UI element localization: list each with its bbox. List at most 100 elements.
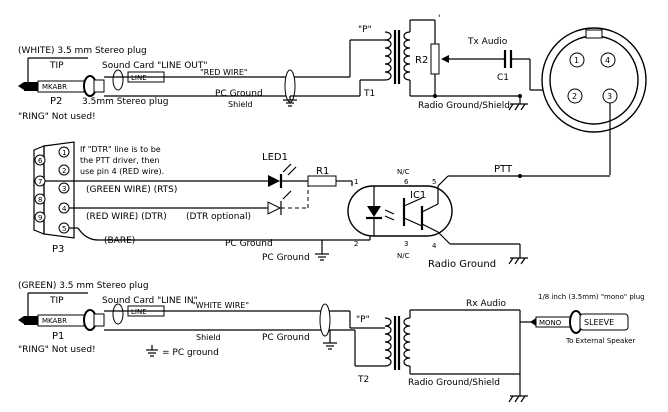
r2-label: R2 (415, 55, 428, 66)
mic-pin-2-label: 2 (572, 92, 577, 101)
t1-p-mark: "P" (358, 25, 372, 35)
r1-resistor-icon (307, 175, 337, 187)
white-plug-title: (WHITE) 3.5 mm Stereo plug (18, 46, 147, 56)
t2-label: T2 (357, 375, 369, 385)
mid-radio-ground-icon (508, 257, 528, 265)
ic1-pin-5: 5 (432, 178, 436, 186)
db9-pin-2 (58, 164, 70, 176)
p1-label: P1 (52, 331, 64, 342)
dtr-note-line-1: If "DTR" line is to be (80, 145, 161, 154)
top-cable-shield-left (112, 69, 124, 91)
top-cable-shield-right (284, 69, 296, 103)
top-ring-note: "RING" Not used! (18, 112, 96, 122)
t1-transformer-icon (384, 30, 411, 84)
dtr-note-line-3: use pin 4 (RED wire). (80, 167, 164, 176)
bottom-radio-ground-shield: Radio Ground/Shield (408, 378, 500, 388)
green-plug-title: (GREEN) 3.5 mm Stereo plug (18, 281, 149, 291)
top-tip-label: TIP (49, 61, 64, 71)
ptt-junction (518, 174, 522, 178)
ic1-pin-3: 3 (404, 240, 408, 248)
top-pc-ground-icon (283, 99, 297, 107)
db9-pin-9 (34, 211, 46, 223)
ic1-pin-1: 1 (354, 178, 358, 186)
bare-label: (BARE) (104, 236, 135, 246)
c1-label: C1 (497, 73, 509, 83)
db9-pin-1 (58, 146, 70, 158)
mic-pin-4-label: 4 (605, 56, 610, 65)
db9-pin-5-label: 5 (62, 225, 66, 233)
legend-pc-ground-icon (146, 345, 158, 357)
red-wire-dtr-label: (RED WIRE) (DTR) (86, 212, 167, 222)
bottom-cable-shield-right (319, 303, 331, 337)
db9-connector-icon (33, 141, 75, 239)
line-in-label: Sound Card "LINE IN" (102, 296, 198, 306)
db9-pin-9-label: 9 (38, 214, 42, 222)
t2-transformer-icon (384, 316, 411, 370)
ic1-pin-6: 6 (404, 178, 409, 186)
mid-pc-ground-label-2: PC Ground (262, 253, 310, 263)
led1-label: LED1 (262, 152, 288, 163)
bare-wire-curve (77, 227, 99, 241)
ptt-label: PTT (494, 164, 513, 175)
mic-pin-3-label: 3 (607, 92, 612, 101)
bottom-ring-note: "RING" Not used! (18, 345, 96, 355)
mid-pc-ground-icon (315, 253, 329, 261)
sleeve-label: SLEEVE (584, 318, 614, 327)
mic-pin-1-label: 1 (574, 56, 579, 65)
led1-icon (268, 163, 297, 188)
db9-pin-2-label: 2 (62, 167, 66, 175)
r1-label: R1 (316, 166, 329, 177)
bottom-cable-shield-left (112, 303, 124, 325)
t2-p-mark: "P" (356, 315, 370, 325)
svg-text:MONO: MONO (539, 319, 562, 327)
ic1-optocoupler-body (347, 185, 453, 237)
db9-pin-3-label: 3 (62, 185, 66, 193)
ic1-phototransistor-icon (402, 197, 439, 233)
mid-pc-ground-label: PC Ground (225, 239, 273, 249)
plug-ring (24, 82, 38, 91)
mic-connector-icon (541, 27, 647, 133)
db9-pin-7-label: 7 (38, 178, 42, 186)
mono-plug-label: 1/8 inch (3.5mm) "mono" plug (538, 293, 645, 301)
ic1-pin-4: 4 (432, 242, 437, 250)
mid-radio-ground-label: Radio Ground (428, 259, 496, 270)
top-radio-ground-icon (508, 103, 528, 111)
db9-pin-8 (34, 193, 46, 205)
tx-audio-label: Tx Audio (467, 37, 508, 47)
bottom-tip-label: TIP (49, 296, 64, 306)
speaker-label: To External Speaker (565, 337, 635, 345)
bottom-pc-ground-label: PC Ground (262, 333, 310, 343)
db9-pin-4-label: 4 (62, 205, 67, 213)
ic1-pin4-wire-a (437, 231, 451, 245)
line-out-label: Sound Card "LINE OUT" (102, 61, 208, 71)
ic1-pin5-wire-b (437, 175, 449, 187)
p2-stereo-plug-icon: MKABR (18, 57, 105, 97)
top-radio-ground-shield: Radio Ground/Shield (418, 101, 510, 111)
dtr-note-line-2: the PTT driver, then (80, 156, 160, 165)
nc-label-top: N/C (397, 168, 410, 176)
red-wire-label: "RED WIRE" (200, 68, 248, 77)
t1-label: T1 (363, 89, 375, 99)
pc-ground-legend: = PC ground (162, 348, 219, 358)
top-pc-ground-label: PC Ground (215, 89, 263, 99)
mic-pin-4 (600, 52, 616, 68)
p1-stereo-plug-icon: MKABR (18, 292, 105, 331)
green-wire-label: (GREEN WIRE) (RTS) (86, 185, 177, 195)
plug-body-text: MKABR (42, 83, 67, 91)
p3-label: P3 (52, 244, 64, 255)
p2-label: P2 (50, 96, 62, 107)
nc-label-bottom: N/C (397, 252, 410, 260)
led-dtr-optional-icon (267, 190, 292, 215)
mic-pin-2 (567, 88, 583, 104)
t1-sec-p-mark: ' (438, 14, 440, 24)
top-stereo-plug-label: 3.5mm Stereo plug (82, 97, 169, 107)
bottom-pc-ground-icon (323, 342, 337, 350)
ferrite-text: LINE (131, 74, 147, 82)
plug-strain (93, 79, 105, 93)
ic1-pin-2: 2 (354, 240, 358, 248)
bottom-shield-label: Shield (196, 333, 221, 342)
bottom-radio-ground-icon (508, 395, 528, 403)
rx-audio-label: Rx Audio (466, 299, 507, 309)
db9-pin-8-label: 8 (38, 196, 42, 204)
